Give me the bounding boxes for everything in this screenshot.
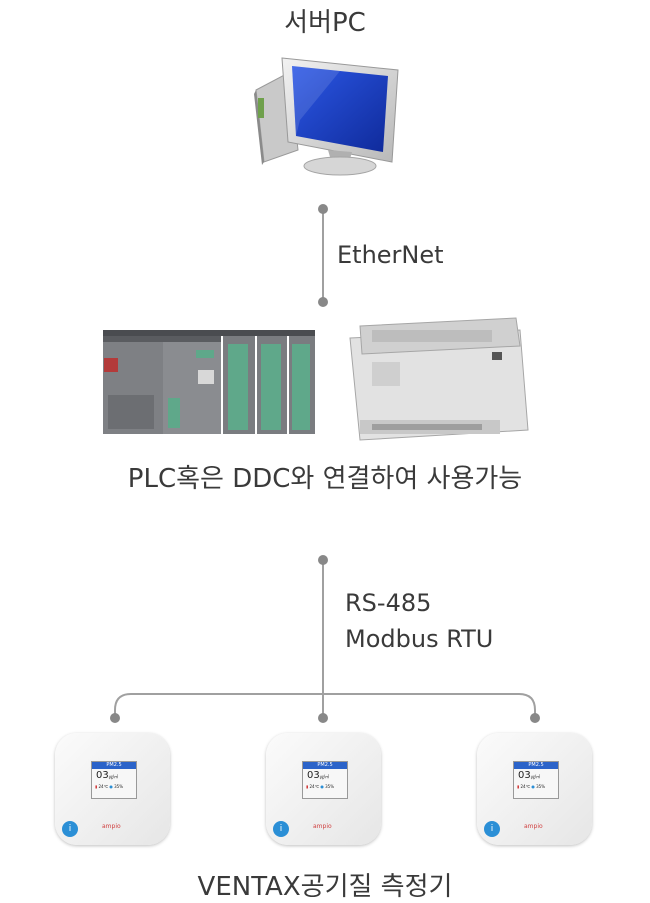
sensor-device-3: PM2.5 03㎍/㎥ ▮ 24℃ ● 35% i ampio: [477, 733, 592, 845]
brand-label: ampio: [524, 823, 543, 830]
pm-value: 03㎍/㎥: [518, 770, 541, 781]
sensor-device-2: PM2.5 03㎍/㎥ ▮ 24℃ ● 35% i ampio: [266, 733, 381, 845]
brand-label: ampio: [102, 823, 121, 830]
pm-label: PM2.5: [92, 762, 136, 769]
modbus-rtu-label: Modbus RTU: [345, 625, 494, 653]
sensor-display: PM2.5 03㎍/㎥ ▮ 24℃ ● 35%: [513, 761, 559, 799]
pm-value: 03㎍/㎥: [307, 770, 330, 781]
ethernet-label: EtherNet: [337, 241, 444, 269]
rs485-label: RS-485: [345, 589, 432, 617]
sensor-device-1: PM2.5 03㎍/㎥ ▮ 24℃ ● 35% i ampio: [55, 733, 170, 845]
brand-label: ampio: [313, 823, 332, 830]
sensor-display: PM2.5 03㎍/㎥ ▮ 24℃ ● 35%: [91, 761, 137, 799]
server-title: 서버PC: [284, 8, 366, 38]
pm-value: 03㎍/㎥: [96, 770, 119, 781]
pm-label: PM2.5: [514, 762, 558, 769]
temp-humidity: ▮ 24℃ ● 35%: [517, 784, 546, 789]
sensors-caption: VENTAX공기질 측정기: [197, 872, 453, 902]
pm-label: PM2.5: [303, 762, 347, 769]
info-icon: i: [273, 821, 289, 837]
temp-humidity: ▮ 24℃ ● 35%: [306, 784, 335, 789]
temp-humidity: ▮ 24℃ ● 35%: [95, 784, 124, 789]
info-icon: i: [484, 821, 500, 837]
info-icon: i: [62, 821, 78, 837]
sensor-display: PM2.5 03㎍/㎥ ▮ 24℃ ● 35%: [302, 761, 348, 799]
controllers-caption: PLC혹은 DDC와 연결하여 사용가능: [127, 464, 523, 494]
